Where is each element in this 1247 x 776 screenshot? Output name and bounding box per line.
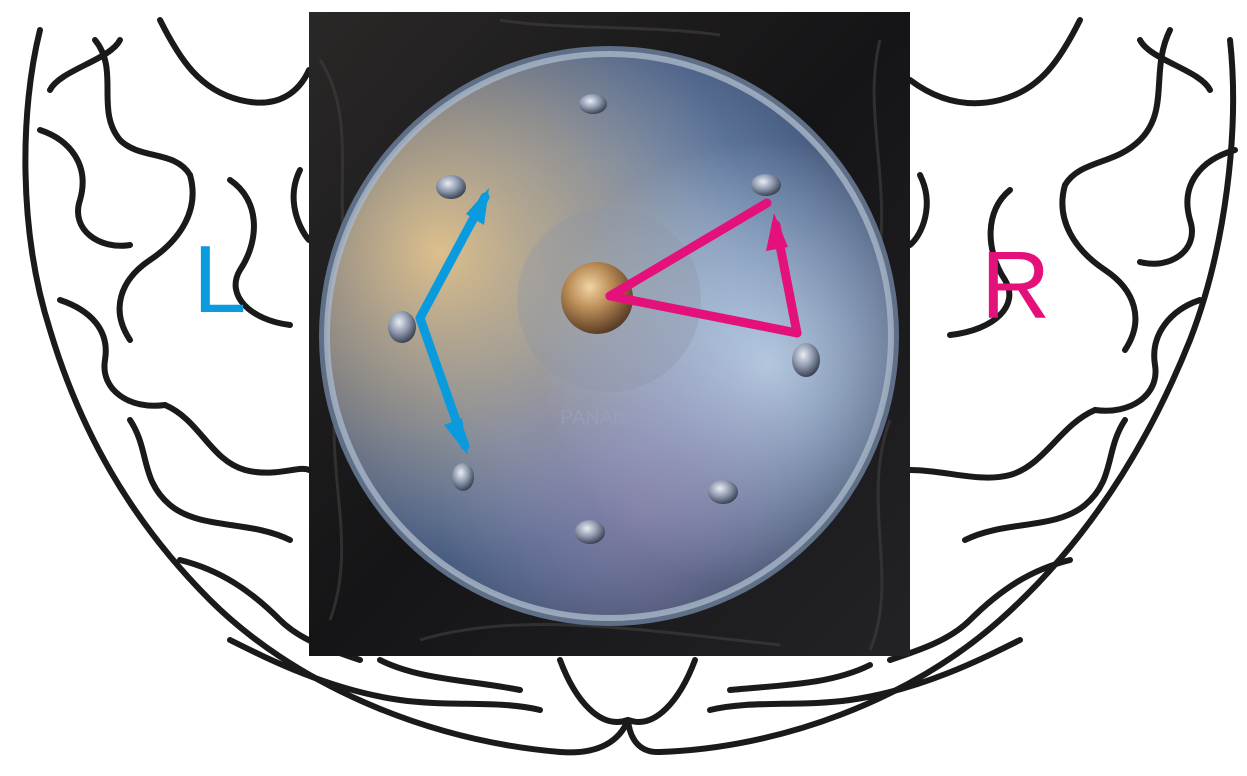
handpan-icon: PANArt xyxy=(319,46,899,626)
handpan-photo: PANArt xyxy=(309,12,910,656)
right-hemisphere-label: R xyxy=(981,238,1050,334)
maker-engraving: PANArt xyxy=(560,407,626,429)
left-hemisphere-label: L xyxy=(193,232,246,328)
